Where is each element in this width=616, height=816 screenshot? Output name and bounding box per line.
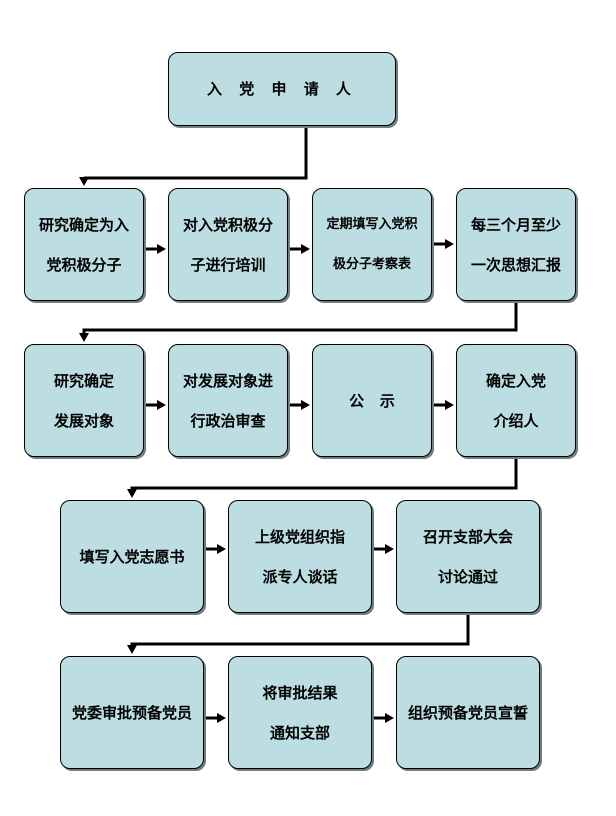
- connector-meeting-to-approve: [130, 613, 470, 646]
- node-volunteer: 填写入党志愿书: [60, 500, 204, 613]
- arrowhead-apply-to-activist: [79, 177, 89, 186]
- node-apply: 入 党 申 请 人: [168, 52, 396, 126]
- node-target: 研究确定 发展对象: [24, 344, 144, 457]
- arrowhead-notify-to-oath: [385, 713, 394, 723]
- connector-apply-to-activist: [82, 126, 308, 180]
- node-publicity: 公 示: [312, 344, 432, 457]
- node-report: 每三个月至少 一次思想汇报: [456, 188, 576, 301]
- arrowhead-introducer-to-volunteer: [127, 489, 137, 498]
- arrowhead-form-to-report: [445, 239, 454, 249]
- node-oath: 组织预备党员宣誓: [396, 656, 540, 769]
- connector-introducer-to-volunteer: [130, 457, 518, 490]
- node-approve: 党委审批预备党员: [60, 656, 204, 769]
- arrowhead-talk-to-meeting: [385, 544, 394, 554]
- arrowhead-train-to-form: [301, 244, 310, 254]
- node-form: 定期填写入党积 极分子考察表: [312, 188, 432, 301]
- node-meeting: 召开支部大会 讨论通过: [396, 500, 540, 613]
- node-activist: 研究确定为入 党积极分子: [24, 188, 144, 301]
- arrowhead-report-to-target: [79, 333, 89, 342]
- node-talk: 上级党组织指 派专人谈话: [228, 500, 372, 613]
- arrowhead-approve-to-notify: [217, 713, 226, 723]
- arrowhead-target-to-review: [157, 400, 166, 410]
- node-train: 对入党积极分 子进行培训: [168, 188, 288, 301]
- node-notify: 将审批结果 通知支部: [228, 656, 372, 769]
- connector-report-to-target: [82, 301, 518, 333]
- arrowhead-review-to-publicity: [301, 400, 310, 410]
- arrowhead-volunteer-to-talk: [217, 544, 226, 554]
- node-introducer: 确定入党 介绍人: [456, 344, 576, 457]
- arrowhead-meeting-to-approve: [127, 645, 137, 654]
- arrowhead-activist-to-train: [157, 244, 166, 254]
- arrowhead-publicity-to-introducer: [445, 400, 454, 410]
- node-review: 对发展对象进 行政治审查: [168, 344, 288, 457]
